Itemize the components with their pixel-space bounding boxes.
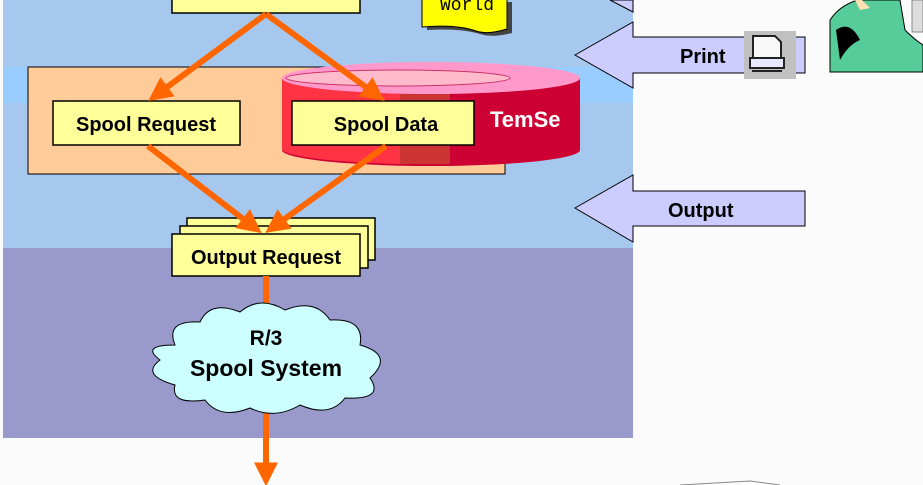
spool-data-label: Spool Data xyxy=(334,114,439,136)
world-banner-icon: World xyxy=(421,0,512,36)
spool-system-line2: Spool System xyxy=(190,355,342,381)
spool-request-label: Spool Request xyxy=(76,114,216,136)
output-request-node: Output Request xyxy=(171,217,376,277)
spool-request-node: Spool Request xyxy=(52,100,241,146)
output-arrow: Output xyxy=(574,174,806,243)
spool-data-node: Spool Data xyxy=(291,100,475,146)
partial-shape xyxy=(679,480,781,485)
temse-label: TemSe xyxy=(490,107,561,132)
arrow-to-spool-request xyxy=(148,11,268,101)
spool-system-line1: R/3 xyxy=(250,327,283,350)
banner-text: World xyxy=(440,0,494,16)
output-label: Output xyxy=(668,200,734,222)
output-request-label: Output Request xyxy=(191,247,341,269)
arrow-request-to-output xyxy=(146,143,262,234)
top-side-arrow xyxy=(609,0,634,13)
spool-system-cloud: R/3 Spool System xyxy=(152,302,381,414)
top-node xyxy=(171,0,361,14)
print-label: Print xyxy=(680,46,726,68)
person-at-computer-icon xyxy=(829,0,923,73)
arrow-data-to-output xyxy=(265,143,388,233)
arrow-to-spool-data xyxy=(264,11,385,101)
flow-arrows xyxy=(146,11,388,485)
printer-icon xyxy=(744,31,796,79)
